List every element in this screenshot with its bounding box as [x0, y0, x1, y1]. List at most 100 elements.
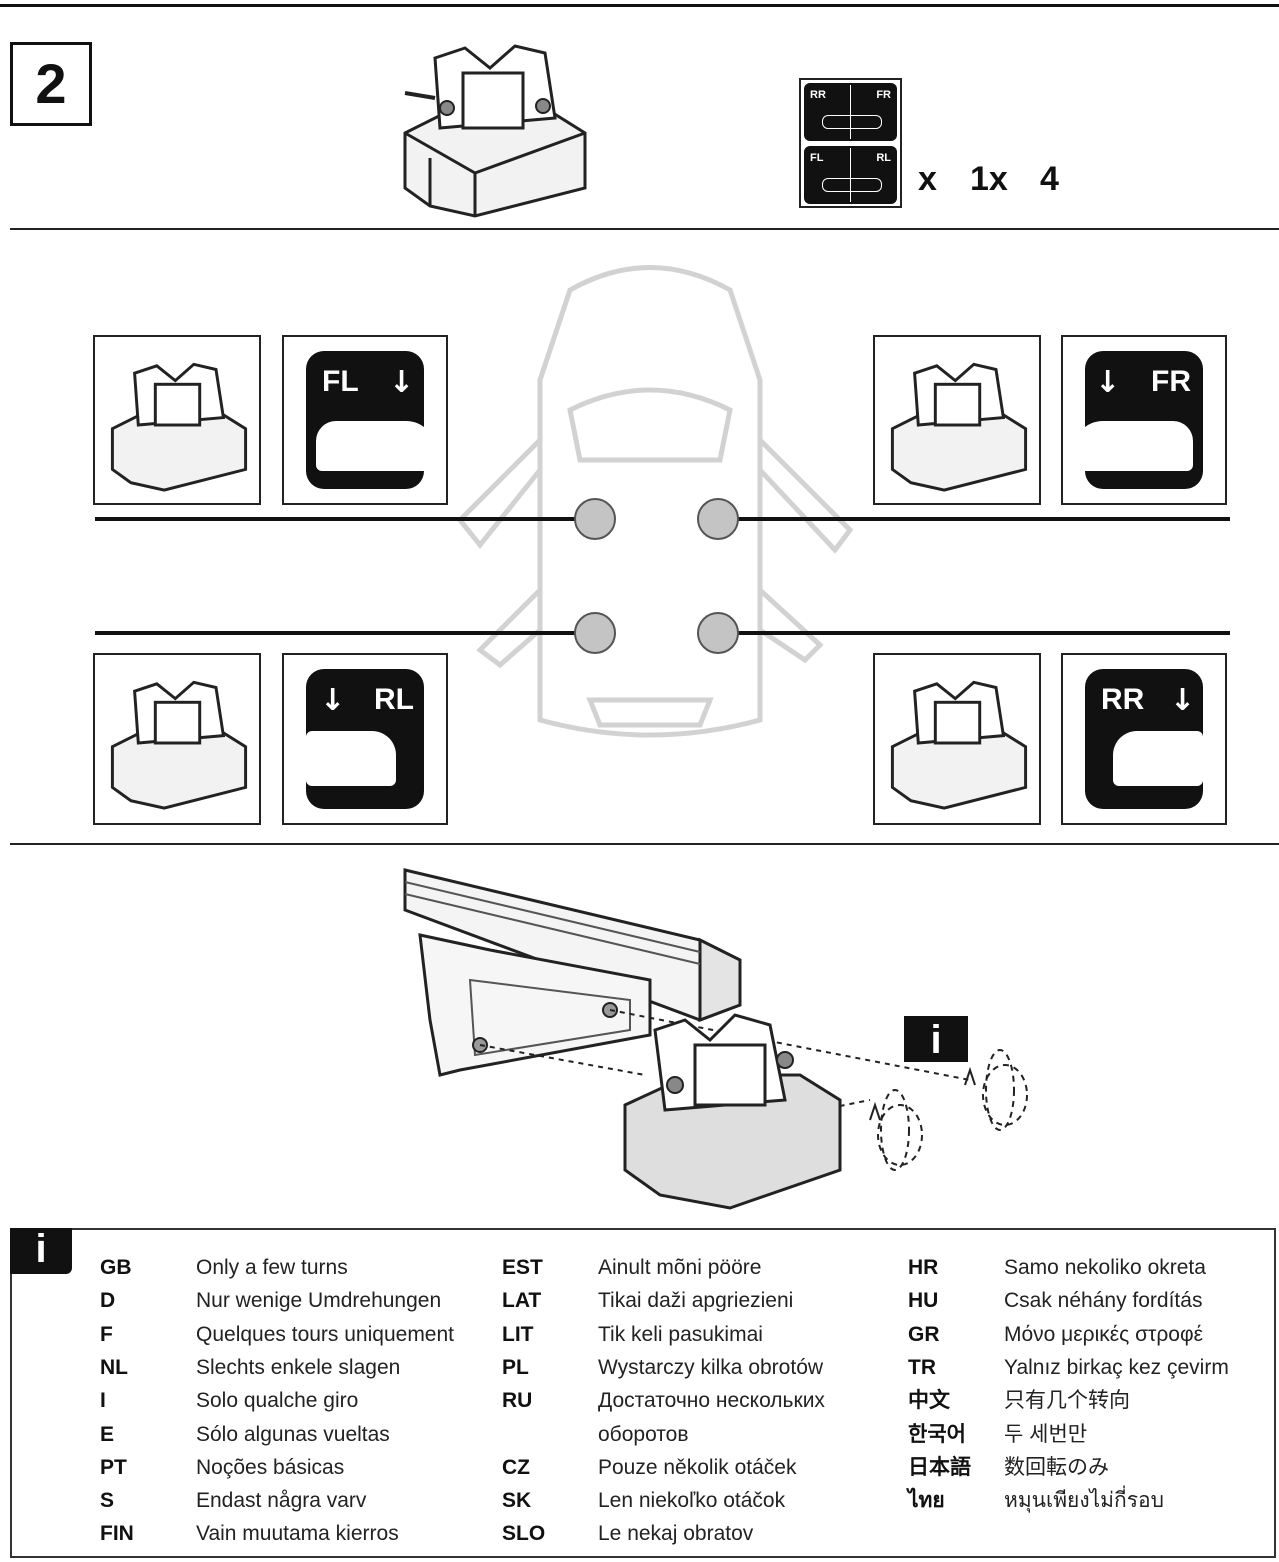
- legend-row: E Sólo algunas vueltas: [100, 1421, 490, 1451]
- translation-text: Slechts enkele slagen: [196, 1355, 401, 1379]
- section-divider: [10, 843, 1279, 845]
- car-side-icon: [316, 421, 424, 471]
- position-pad-box-rr: RR ↓: [1061, 653, 1227, 825]
- arrow-down-icon: ↓: [388, 365, 414, 400]
- translation-text: Μόνο μερικές στροφέ: [1004, 1322, 1203, 1346]
- translation-text: Ainult mõni pööre: [598, 1256, 762, 1279]
- quantity-multiplier: x: [918, 160, 937, 198]
- mini-label-fr: FR: [876, 89, 891, 101]
- arrow-down-icon: ↓: [1169, 683, 1195, 718]
- position-pad-rr: RR ↓: [1085, 669, 1203, 809]
- legend-row: ไทย หมุนเพียงไม่กี่รอบ: [908, 1487, 1268, 1517]
- mini-car: [822, 115, 882, 129]
- mini-label-fl: FL: [810, 152, 824, 164]
- language-code: E: [100, 1422, 115, 1446]
- position-card-top: RR FR: [804, 83, 897, 141]
- mount-point-fr: [697, 498, 739, 540]
- legend-row: HU Csak néhány fordítás: [908, 1287, 1268, 1317]
- foot-pack-box-fr: [873, 335, 1041, 505]
- legend-row: GB Only a few turns: [100, 1254, 490, 1284]
- translation-text: Quelques tours uniquement: [196, 1322, 454, 1346]
- car-side-icon: [306, 731, 396, 786]
- position-pad-fr: ↓ FR: [1085, 351, 1203, 489]
- front-mount-line-left: [95, 517, 575, 521]
- language-code: GB: [100, 1256, 132, 1279]
- language-code: 日本語: [908, 1455, 971, 1479]
- mini-car: [822, 178, 882, 192]
- translation-text: Yalnız birkaç kez çevirm: [1004, 1355, 1229, 1379]
- language-code: 中文: [908, 1389, 950, 1413]
- foot-pack-illustration: [403, 44, 587, 218]
- language-code: SLO: [502, 1522, 546, 1546]
- foot-pack-icon: [110, 680, 248, 810]
- language-code: SK: [502, 1489, 532, 1513]
- foot-pack-box-rl: [93, 653, 261, 825]
- rear-mount-line-right: [720, 631, 1230, 635]
- position-label-rl: RL: [374, 683, 414, 716]
- arrow-down-icon: ↓: [1095, 365, 1121, 400]
- translation-text: Nur wenige Umdrehungen: [196, 1289, 442, 1313]
- language-code: GR: [908, 1322, 940, 1346]
- legend-row: HR Samo nekoliko okreta: [908, 1254, 1268, 1284]
- quantity-count: 1x: [970, 160, 1008, 198]
- legend-row: 中文 只有几个转向: [908, 1387, 1268, 1417]
- position-pad-fl: FL ↓: [306, 351, 424, 489]
- car-side-icon: [1085, 421, 1193, 471]
- position-card-bottom: FL RL: [804, 146, 897, 204]
- translation-text: Endast några varv: [196, 1489, 367, 1513]
- position-card-icon: RR FR FL RL: [799, 78, 902, 208]
- position-label-fr: FR: [1151, 365, 1191, 398]
- foot-pack-icon: [110, 362, 248, 492]
- language-code: LIT: [502, 1322, 534, 1346]
- foot-pack-box-fl: [93, 335, 261, 505]
- assembly-illustration: [403, 868, 1028, 1210]
- position-label-rr: RR: [1101, 683, 1145, 716]
- legend-row: LIT Tik keli pasukimai: [502, 1321, 892, 1351]
- translation-text: Solo qualche giro: [196, 1389, 359, 1413]
- legend-row: SK Len niekoľko otáčok: [502, 1487, 892, 1517]
- arrow-down-icon: ↓: [320, 683, 346, 718]
- translation-text: Le nekaj obratov: [598, 1522, 754, 1546]
- language-code: LAT: [502, 1289, 542, 1313]
- translation-text: Vain muutama kierros: [196, 1522, 399, 1546]
- language-code: CZ: [502, 1455, 530, 1479]
- language-code: 한국어: [908, 1422, 966, 1446]
- mini-label-rr: RR: [810, 89, 826, 101]
- translation-text: оборотов: [598, 1422, 689, 1446]
- translation-text: Len niekoľko otáčok: [598, 1489, 786, 1513]
- language-code: HU: [908, 1289, 939, 1313]
- language-code: I: [100, 1389, 106, 1413]
- translation-text: Sólo algunas vueltas: [196, 1422, 390, 1446]
- legend-row: F Quelques tours uniquement: [100, 1321, 490, 1351]
- translation-text: Csak néhány fordítás: [1004, 1289, 1203, 1313]
- position-pad-box-fl: FL ↓: [282, 335, 448, 505]
- translation-text: หมุนเพียงไม่กี่รอบ: [1004, 1489, 1164, 1513]
- translation-text: 数回転のみ: [1004, 1455, 1109, 1479]
- mini-divider: [850, 148, 851, 202]
- position-pad-rl: ↓ RL: [306, 669, 424, 809]
- language-code: F: [100, 1322, 113, 1346]
- language-code: ไทย: [908, 1489, 945, 1513]
- foot-pack-icon: [890, 362, 1028, 492]
- translation-text: Only a few turns: [196, 1256, 348, 1279]
- translation-text: Noções básicas: [196, 1455, 345, 1479]
- translation-text: Tik keli pasukimai: [598, 1322, 763, 1346]
- car-side-icon: [1113, 731, 1203, 786]
- step-number: 2: [10, 42, 92, 126]
- info-icon: i: [904, 1016, 968, 1062]
- car-top-view-outline: [456, 265, 854, 738]
- language-code: TR: [908, 1355, 936, 1379]
- legend-row: GR Μόνο μερικές στροφέ: [908, 1321, 1268, 1351]
- translation-text: 只有几个转向: [1004, 1389, 1130, 1413]
- language-code: HR: [908, 1256, 939, 1279]
- translation-text: Samo nekoliko okreta: [1004, 1256, 1206, 1279]
